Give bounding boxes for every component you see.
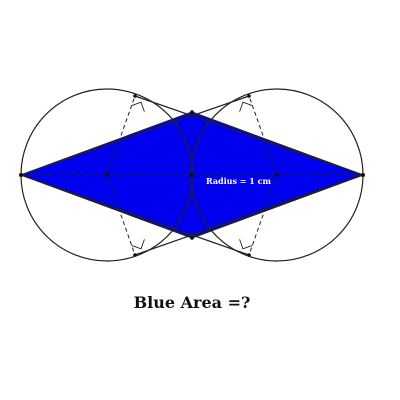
tangent-line-bottom-right [134, 174, 364, 256]
point-left-center [105, 173, 109, 177]
radius-dashed-left-bottom [106, 174, 136, 256]
tangent-line-bottom-left [20, 174, 250, 256]
tangent-line-top-right [134, 95, 364, 176]
right-angle-mark-bottom-left [131, 239, 145, 250]
question-text: Blue Area =? [134, 293, 251, 312]
radius-dashed-right-bottom [248, 174, 278, 256]
point-tangent-right-top [247, 94, 251, 98]
tangent-line-top-left [20, 95, 250, 176]
point-tangent-left-bottom [133, 253, 137, 257]
point-bottom-intersection [190, 236, 194, 240]
right-angle-mark-top-left [131, 101, 145, 112]
point-left-vertex [19, 173, 23, 177]
point-tangent-right-bottom [247, 253, 251, 257]
point-tangent-left-top [133, 94, 137, 98]
radius-label: Radius = 1 cm [206, 176, 271, 186]
point-middle [190, 173, 194, 177]
point-right-center [275, 173, 279, 177]
point-right-vertex [361, 173, 365, 177]
right-angle-mark-top-right [239, 101, 253, 112]
right-angle-mark-bottom-right [239, 239, 253, 250]
point-top-intersection [190, 110, 194, 114]
